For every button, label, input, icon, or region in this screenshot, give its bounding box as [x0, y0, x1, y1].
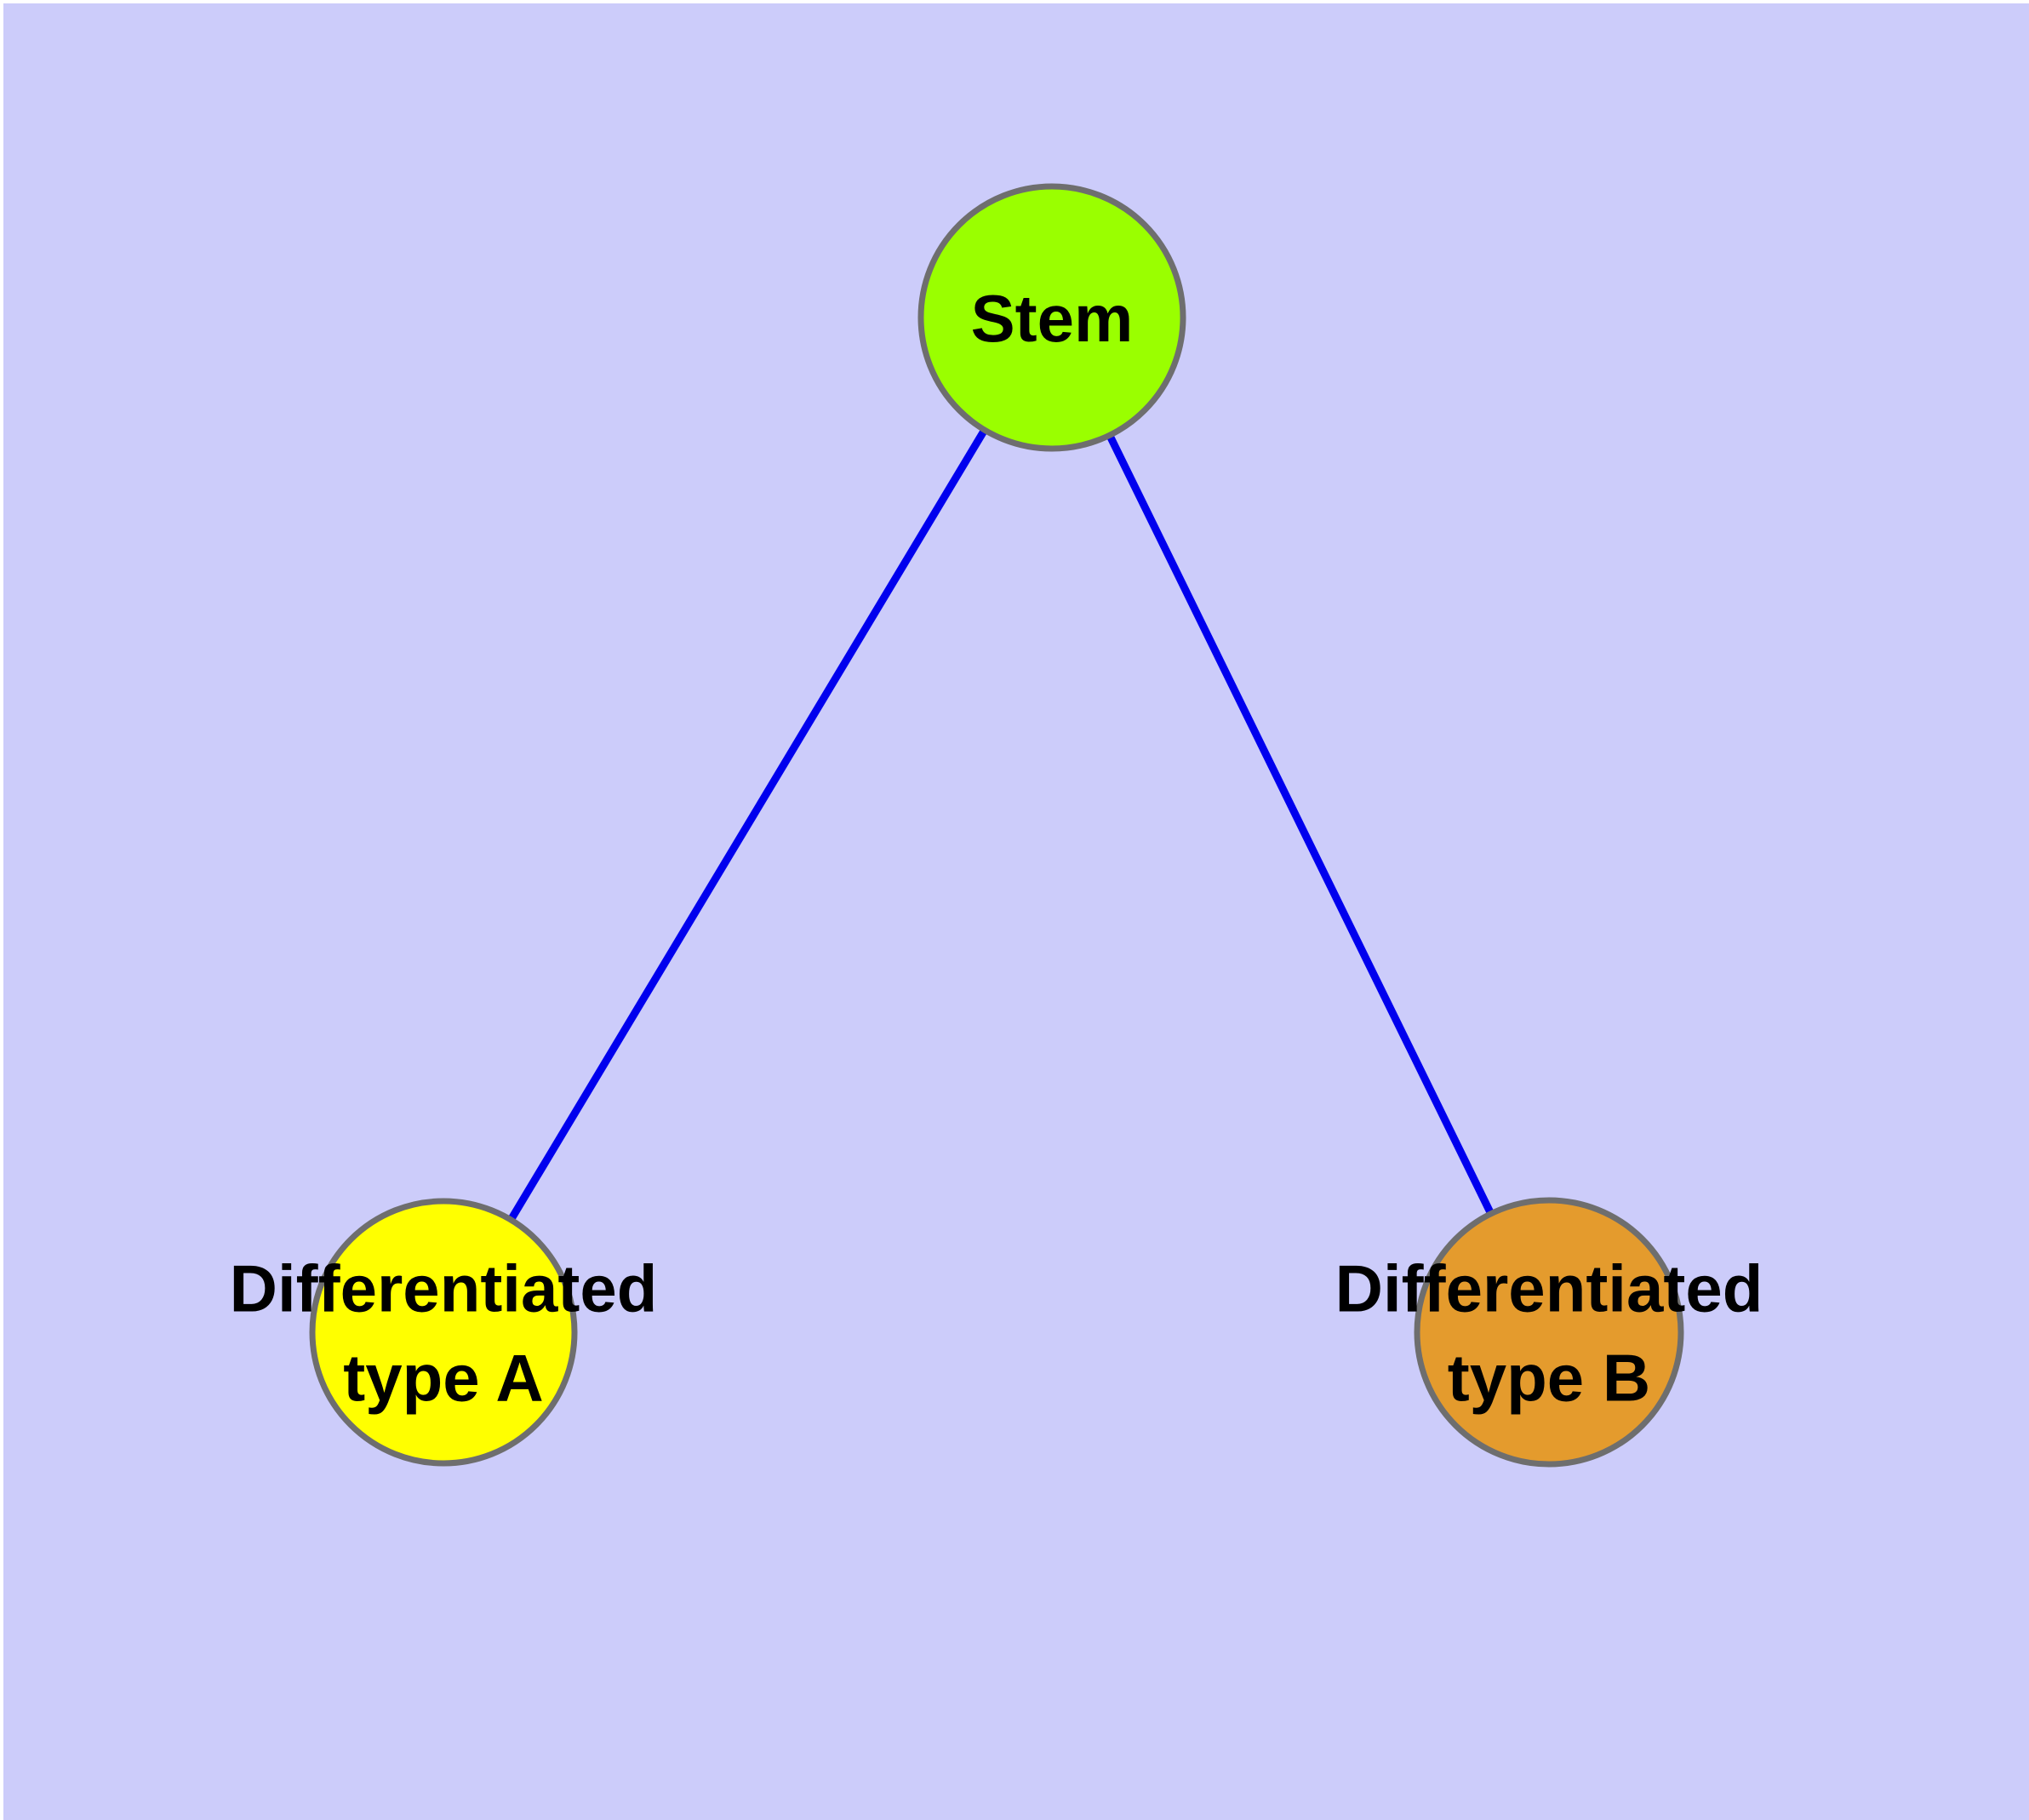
graph-edge: [506, 426, 989, 1223]
graph-node-stem[interactable]: [917, 183, 1186, 452]
graph-node-diff-a[interactable]: [309, 1198, 578, 1467]
graph-node-label-diff-a: Differentiated type A: [230, 1251, 658, 1415]
label-line: Differentiated: [230, 1251, 658, 1325]
label-line: type B: [1448, 1341, 1650, 1416]
edges-layer: [506, 426, 1495, 1223]
graph-edge: [1105, 432, 1495, 1217]
graph-node-label-stem: Stem: [971, 281, 1134, 356]
label-line: Differentiated: [1335, 1251, 1763, 1325]
label-line: type A: [343, 1341, 544, 1416]
graph-node-diff-b[interactable]: [1414, 1197, 1684, 1468]
graph-node-label-diff-b: Differentiated type B: [1335, 1251, 1763, 1415]
label-line: Stem: [971, 281, 1134, 356]
nodes-layer: [309, 183, 1684, 1468]
